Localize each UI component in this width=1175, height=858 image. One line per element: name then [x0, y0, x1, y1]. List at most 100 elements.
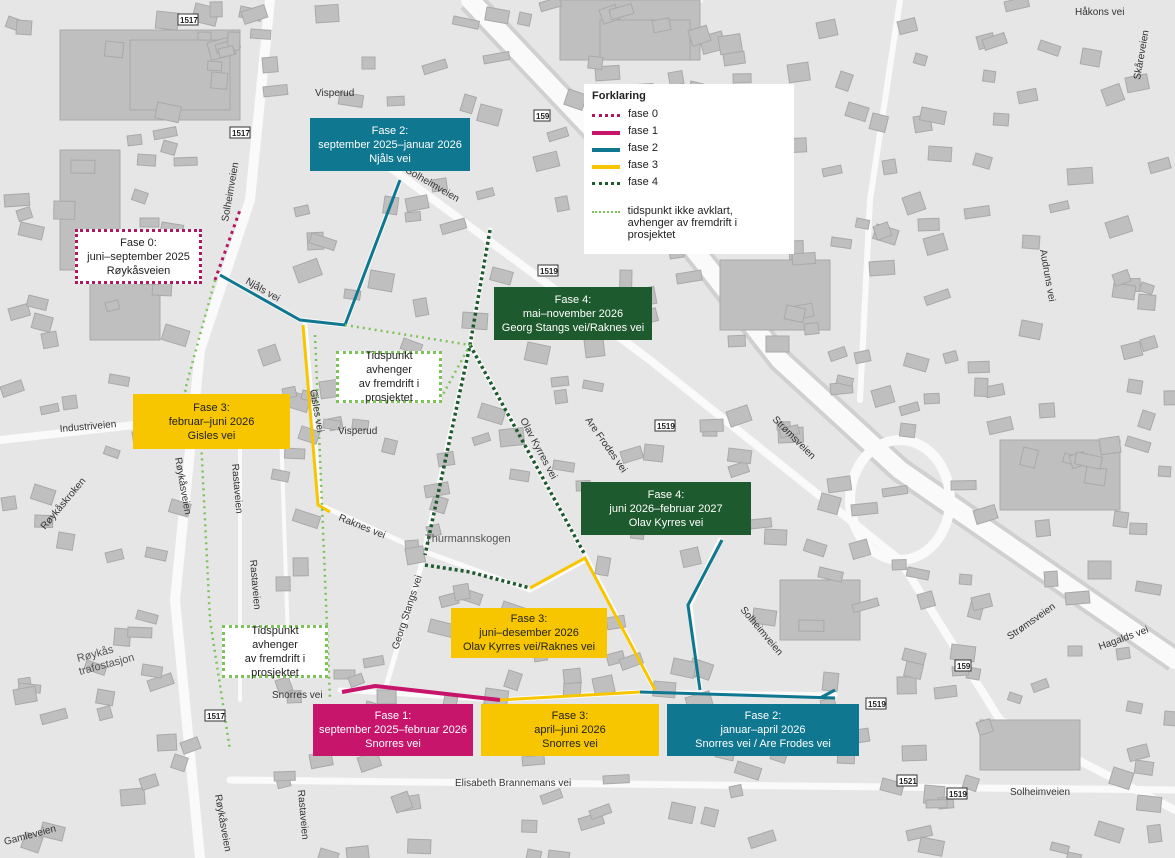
building: [83, 659, 108, 676]
building: [337, 91, 365, 109]
building: [1083, 465, 1108, 487]
building: [1073, 451, 1104, 470]
phase-box-fase3-snorres: Fase 3: april–juni 2026 Snorres vei: [481, 704, 659, 756]
building: [34, 514, 54, 529]
building: [489, 266, 514, 286]
building: [30, 312, 54, 334]
building: [725, 404, 753, 428]
svg-text:1517: 1517: [180, 16, 198, 25]
building: [475, 186, 496, 201]
building: [854, 217, 871, 230]
building: [912, 52, 929, 67]
building: [103, 40, 125, 59]
phase-period: januar–april 2026: [720, 724, 806, 736]
building: [345, 845, 370, 858]
building: [783, 304, 807, 324]
building: [1120, 340, 1144, 361]
building: [972, 503, 999, 526]
phase-period: februar–juni 2026: [168, 415, 255, 428]
building: [923, 288, 952, 307]
building: [798, 619, 825, 632]
building: [333, 669, 356, 680]
building: [901, 744, 928, 762]
legend-item-fase3: fase 3: [592, 159, 786, 176]
note-line: prosjektet: [365, 392, 413, 404]
building: [381, 437, 399, 456]
label-elisabeth-brannemans-vei: Elisabeth Brannemans vei: [455, 778, 571, 789]
route-unknown: [183, 279, 472, 751]
building: [652, 680, 677, 699]
svg-text:159: 159: [957, 662, 971, 671]
building: [917, 836, 946, 857]
building: [112, 627, 132, 647]
phase-title: Fase 3:: [510, 613, 548, 625]
legend-label: fase 2: [628, 142, 658, 154]
building: [508, 468, 531, 483]
building: [1157, 465, 1172, 478]
building: [0, 495, 18, 512]
building: [274, 675, 294, 695]
building: [1139, 334, 1159, 353]
building: [870, 384, 896, 408]
building: [550, 375, 570, 388]
building: [217, 45, 236, 59]
building: [975, 718, 994, 736]
building: [699, 418, 724, 433]
building: [436, 450, 456, 468]
label-thurmannskogen: Thurmannskogen: [425, 533, 511, 545]
building: [475, 103, 503, 127]
building: [642, 443, 665, 463]
building: [173, 156, 198, 167]
phase-title: Fase 2:: [371, 124, 409, 137]
building: [1006, 691, 1023, 705]
building: [868, 259, 896, 277]
label-industriveien: Industriveien: [59, 419, 116, 435]
building: [1112, 510, 1130, 529]
building: [39, 821, 66, 842]
building: [96, 705, 114, 722]
building: [0, 379, 26, 399]
phase-box-fase4-olav: Fase 4: juni 2026–februar 2027 Olav Kyrr…: [581, 482, 751, 535]
phase-title: Fase 2:: [744, 710, 782, 722]
phase-street: Georg Stangs vei/Raknes vei: [501, 321, 645, 334]
building: [452, 582, 471, 602]
building: [362, 654, 385, 669]
legend-title: Forklaring: [592, 90, 646, 102]
building: [386, 95, 405, 107]
building: [89, 279, 161, 341]
building: [107, 373, 131, 387]
building: [1133, 759, 1155, 776]
building: [970, 592, 994, 612]
phase-box-fase3-olav-raknes: Fase 3: juni–desember 2026 Olav Kyrres v…: [451, 608, 607, 658]
route-fase2-njals: [219, 179, 402, 327]
building: [872, 221, 893, 241]
building: [1108, 766, 1135, 791]
building: [292, 257, 323, 284]
building: [1129, 522, 1148, 536]
building: [602, 774, 630, 785]
phase-street: Snorres vei: [365, 738, 421, 750]
building: [619, 445, 645, 465]
building: [844, 101, 870, 123]
building: [950, 480, 977, 491]
building: [1137, 293, 1157, 311]
label-rastaveien-3: Rastaveien: [295, 789, 310, 840]
building: [404, 545, 427, 566]
phase-title: Fase 1:: [374, 710, 412, 722]
legend-item-fase2: fase 2: [592, 142, 786, 159]
building: [979, 719, 1081, 771]
building: [308, 232, 338, 252]
building: [273, 770, 296, 782]
route-fase3-gisles: [301, 324, 331, 514]
building: [763, 528, 788, 546]
building: [1137, 409, 1156, 431]
building: [197, 31, 212, 41]
solid-line-icon: [592, 165, 620, 169]
route-fase2-snorres-are: [639, 539, 836, 700]
building: [815, 18, 839, 40]
building: [922, 232, 949, 256]
building: [156, 733, 178, 752]
building: [130, 188, 149, 205]
building: [1087, 560, 1112, 580]
building: [39, 707, 69, 726]
